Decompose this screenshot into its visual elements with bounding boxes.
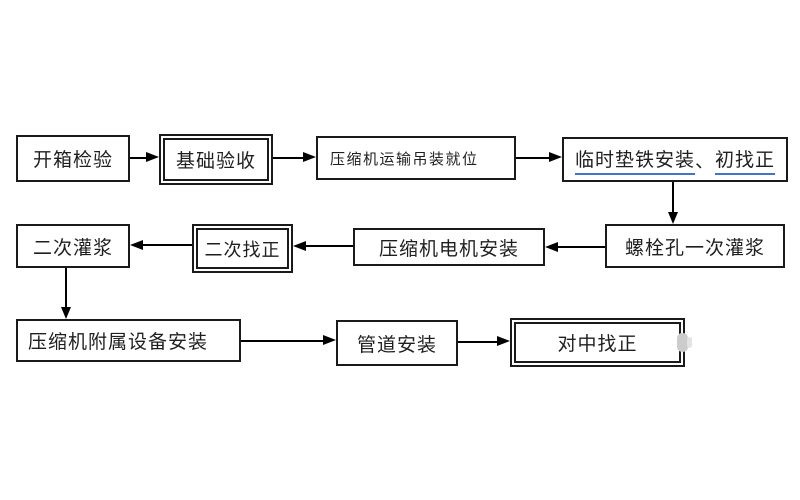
flow-node-compressor-motor-install: 压缩机电机安装: [353, 228, 545, 266]
flow-node-label: 二次灌浆: [32, 237, 113, 259]
arrow-head-right-icon: [303, 152, 316, 162]
flow-node-temp-shim-install-initial-alignment: 临时垫铁安装、初找正: [562, 137, 788, 182]
flow-node-second-grouting: 二次灌浆: [16, 224, 130, 268]
arrow-head-down-icon: [668, 212, 678, 224]
flow-node-second-alignment: 二次找正: [192, 224, 293, 273]
arrow-head-right-icon: [146, 152, 159, 162]
arrow-line-n2-n3: [273, 157, 305, 159]
arrow-head-down-icon: [61, 307, 71, 319]
arrow-head-right-icon: [497, 336, 510, 346]
underlined-segment: 初找正: [715, 145, 776, 175]
flow-node-label: 开箱检验: [32, 150, 113, 171]
flow-node-label: 二次找正: [204, 239, 281, 260]
arrow-line-n10-n11: [458, 341, 499, 343]
watermark-artifact: [687, 337, 692, 348]
arrow-line-n3-n4: [516, 157, 551, 159]
double-border-inner: 二次找正: [196, 228, 289, 269]
flow-node-piping-install: 管道安装: [336, 320, 458, 366]
arrow-line-n4-n5: [672, 182, 674, 213]
arrow-head-left-icon: [293, 241, 306, 251]
arrow-line-n7-n8: [142, 244, 192, 246]
arrow-line-n1-n2: [130, 157, 149, 159]
arrow-head-left-icon: [545, 242, 558, 252]
flow-node-foundation-acceptance: 基础验收: [159, 134, 273, 185]
flow-node-open-box-inspection: 开箱检验: [16, 135, 130, 182]
arrow-line-n5-n6: [557, 246, 605, 248]
double-border-inner: 基础验收: [163, 138, 269, 181]
arrow-head-right-icon: [323, 335, 336, 345]
watermark-artifact: [677, 333, 688, 352]
flow-node-label: 压缩机附属设备安装: [28, 332, 209, 353]
flow-node-label: 对中找正: [557, 334, 638, 355]
underlined-segment: 临时垫铁安装: [574, 145, 695, 175]
double-border-inner: 对中找正: [514, 322, 681, 363]
flow-node-label: 压缩机运输吊装就位: [330, 150, 479, 168]
flow-node-label: 螺栓孔一次灌浆: [624, 237, 765, 259]
flow-node-compressor-auxiliary-equipment-install: 压缩机附属设备安装: [16, 319, 241, 362]
flow-node-compressor-transport-hoisting: 压缩机运输吊装就位: [316, 136, 516, 180]
flow-node-label: 基础验收: [175, 151, 256, 172]
separator-text: 、: [694, 151, 715, 172]
arrow-line-n6-n7: [305, 245, 353, 247]
arrow-head-left-icon: [130, 240, 143, 250]
flow-node-centering-alignment: 对中找正: [510, 318, 685, 367]
flow-node-label: 管道安装: [356, 334, 437, 356]
flow-node-label: 压缩机电机安装: [378, 238, 519, 260]
arrow-line-n9-n10: [241, 340, 325, 342]
flow-node-bolt-hole-first-grouting: 螺栓孔一次灌浆: [605, 224, 785, 268]
arrow-line-n8-n9: [65, 268, 67, 308]
arrow-head-right-icon: [549, 152, 562, 162]
